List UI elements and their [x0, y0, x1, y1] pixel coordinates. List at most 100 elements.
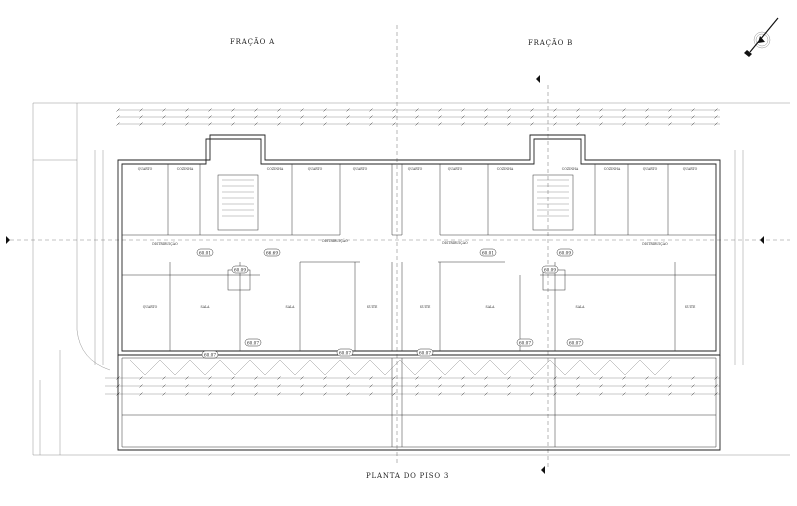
dimension-tick	[208, 122, 212, 126]
room-label: DISTRIBUIÇÃO	[322, 238, 348, 243]
dimension-tick	[231, 392, 235, 396]
level-tag-text: 60.01	[199, 251, 211, 256]
dimension-tick	[300, 376, 304, 380]
room-label: QUARTO	[143, 305, 158, 309]
room-label: QUARTO	[138, 167, 153, 171]
dimension-tick	[369, 122, 373, 126]
dimension-tick	[231, 108, 235, 112]
dimension-tick	[139, 392, 143, 396]
level-tag-text: 60.07	[519, 341, 531, 346]
dimension-tick	[599, 376, 603, 380]
dimension-tick	[530, 115, 534, 119]
room-label: DISTRIBUIÇÃO	[152, 241, 178, 246]
level-tag: 60.07	[244, 338, 262, 347]
dimension-tick	[208, 115, 212, 119]
dimension-tick	[300, 384, 304, 388]
dimension-tick	[415, 384, 419, 388]
dimension-tick	[415, 108, 419, 112]
dimension-tick	[346, 122, 350, 126]
room-label: SALA	[486, 305, 496, 309]
dimension-tick	[254, 115, 258, 119]
dimension-tick	[300, 115, 304, 119]
dimension-tick	[162, 122, 166, 126]
dimension-tick	[484, 392, 488, 396]
level-tag-text: 60.07	[339, 351, 351, 356]
dimension-tick	[599, 108, 603, 112]
dimension-tick	[484, 384, 488, 388]
dimension-tick	[714, 115, 718, 119]
dimension-tick	[668, 376, 672, 380]
dimension-tick	[691, 384, 695, 388]
dimension-tick	[622, 392, 626, 396]
dimension-tick	[461, 108, 465, 112]
level-tag-text: 60.07	[204, 353, 216, 358]
level-tag-text: 60.09	[559, 251, 571, 256]
dimension-tick	[162, 384, 166, 388]
drawing-title: PLANTA DO PISO 3	[366, 472, 449, 480]
dimension-tick	[668, 122, 672, 126]
level-tag: 60.07	[516, 338, 534, 347]
dimension-tick	[162, 115, 166, 119]
dimension-tick	[461, 376, 465, 380]
dimension-tick	[461, 392, 465, 396]
dimension-tick	[645, 108, 649, 112]
dimension-tick	[691, 122, 695, 126]
room-label: SALA	[576, 305, 586, 309]
dimension-tick	[323, 384, 327, 388]
room-label: SUITE	[367, 305, 378, 309]
dimension-tick	[691, 376, 695, 380]
dimension-tick	[323, 376, 327, 380]
dimension-tick	[691, 108, 695, 112]
dimension-tick	[507, 392, 511, 396]
dimension-tick	[277, 376, 281, 380]
dimension-tick	[576, 108, 580, 112]
dimension-tick	[530, 122, 534, 126]
room-label: QUARTO	[308, 167, 323, 171]
dimension-tick	[438, 392, 442, 396]
room-label: COZINHA	[267, 167, 284, 171]
building-walls	[117, 134, 721, 356]
dimension-tick	[622, 376, 626, 380]
dimension-tick	[139, 115, 143, 119]
dimension-tick	[576, 115, 580, 119]
dimension-tick	[622, 384, 626, 388]
dimension-tick	[231, 115, 235, 119]
dimension-tick	[185, 392, 189, 396]
dimension-tick	[576, 392, 580, 396]
dimension-tick	[369, 392, 373, 396]
dimension-tick	[553, 122, 557, 126]
dimension-tick	[185, 115, 189, 119]
dimension-tick	[139, 384, 143, 388]
dimension-tick	[530, 108, 534, 112]
dimension-tick	[300, 392, 304, 396]
dimension-tick	[553, 108, 557, 112]
terraces	[117, 355, 721, 451]
dimension-tick	[231, 384, 235, 388]
dimension-tick	[231, 376, 235, 380]
fraction-b-label: FRAÇÃO B	[528, 38, 573, 47]
level-tag: 60.07	[416, 348, 434, 357]
dimension-tick	[507, 115, 511, 119]
room-label: QUARTO	[643, 167, 658, 171]
dimension-tick	[484, 376, 488, 380]
dimension-tick	[415, 122, 419, 126]
room-label: QUARTO	[448, 167, 463, 171]
level-tag: 60.01	[479, 248, 497, 257]
dimension-tick	[369, 108, 373, 112]
dimension-tick	[300, 122, 304, 126]
dimension-tick	[277, 384, 281, 388]
dimension-tick	[599, 392, 603, 396]
dimension-tick	[323, 392, 327, 396]
dimension-tick	[438, 115, 442, 119]
dimension-tick	[139, 122, 143, 126]
dimension-tick	[438, 384, 442, 388]
dimension-tick	[668, 108, 672, 112]
dimension-tick	[691, 392, 695, 396]
room-label: COZINHA	[497, 167, 514, 171]
dimension-tick	[369, 115, 373, 119]
room-label: SALA	[286, 305, 296, 309]
dimension-tick	[392, 122, 396, 126]
section-marker-icon	[6, 75, 764, 474]
dimension-tick	[185, 122, 189, 126]
